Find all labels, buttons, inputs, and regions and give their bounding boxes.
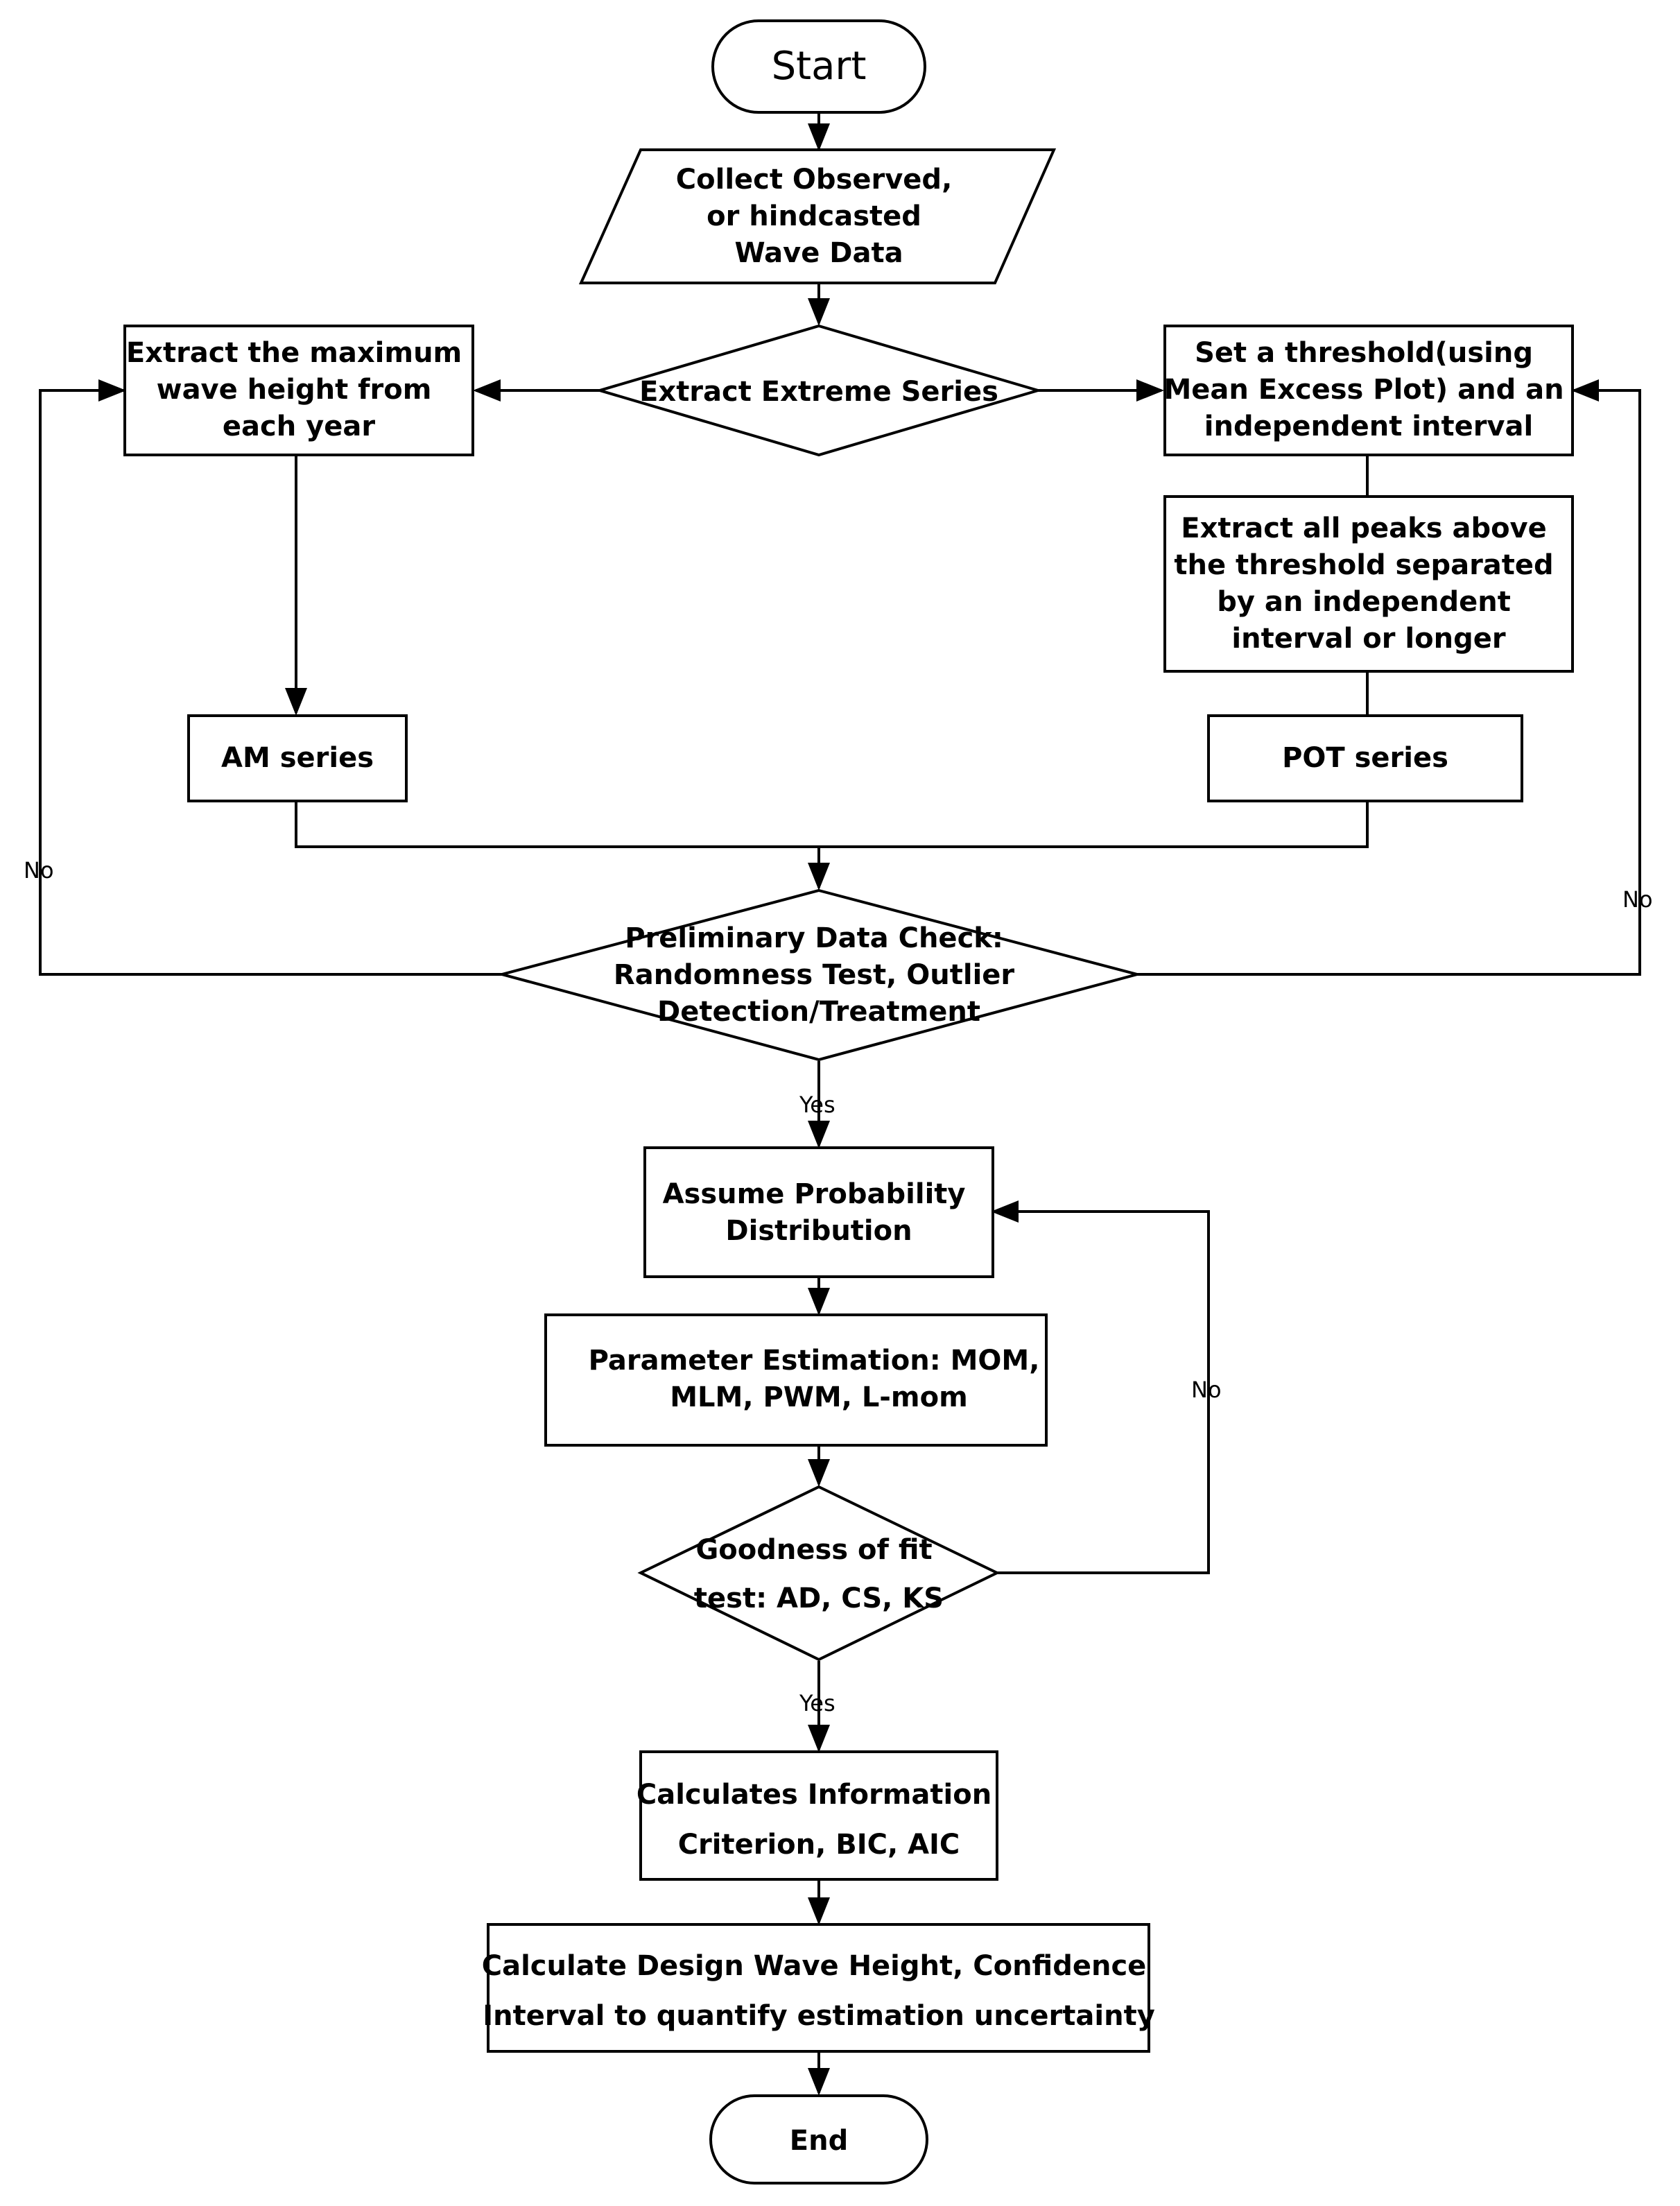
svg-text:Calculates Information C: Calculates Information Criterion, BIC, A… bbox=[637, 1779, 1001, 1861]
pot-series-box: POT series bbox=[1207, 714, 1523, 802]
start-label: Start bbox=[772, 44, 867, 89]
assume-line-1: Assume Probability bbox=[663, 1178, 966, 1210]
peaks-line-2: the threshold separated bbox=[1174, 549, 1553, 581]
label-no-goodness: No bbox=[1191, 1377, 1222, 1403]
assume-distribution-box: Assume Probability Distribution bbox=[643, 1146, 994, 1278]
peaks-line-4: interval or longer bbox=[1231, 623, 1505, 655]
connectors bbox=[39, 113, 1641, 2096]
end-terminal: End bbox=[709, 2094, 928, 2185]
collect-data-input: Collect Observed, or hindcasted Wave Dat… bbox=[578, 148, 1057, 284]
goodness-line-1: Goodness of fit bbox=[695, 1534, 932, 1566]
am-series-label: AM series bbox=[221, 742, 374, 774]
line-am-pot-merge bbox=[295, 801, 1369, 848]
svg-text:Parameter Estimation: MOM,: Parameter Estimation: MOM, MLM, PWM, L-m… bbox=[589, 1345, 1050, 1413]
collect-line-1: Collect Observed, bbox=[676, 164, 952, 196]
threshold-line-3: independent interval bbox=[1204, 411, 1533, 442]
param-line-2: MLM, PWM, L-mom bbox=[670, 1381, 968, 1413]
svg-text:Extract the maximum wave: Extract the maximum wave height from eac… bbox=[126, 337, 471, 442]
goodness-line-2: test: AD, CS, KS bbox=[694, 1583, 944, 1614]
svg-text:Preliminary Data Check:: Preliminary Data Check: Randomness Test,… bbox=[614, 922, 1024, 1028]
threshold-line-1: Set a threshold(using bbox=[1195, 337, 1533, 369]
information-criterion-box: Calculates Information Criterion, BIC, A… bbox=[637, 1750, 1001, 1881]
set-threshold-box: Set a threshold(using Mean Excess Plot) … bbox=[1163, 325, 1574, 456]
collect-line-3: Wave Data bbox=[734, 237, 903, 269]
extract-max-line-1: Extract the maximum bbox=[126, 337, 462, 369]
label-yes-goodness: Yes bbox=[799, 1690, 835, 1716]
svg-text:Goodness of fit test: AD: Goodness of fit test: AD, CS, KS bbox=[694, 1534, 944, 1614]
param-line-1: Parameter Estimation: MOM, bbox=[589, 1345, 1040, 1377]
arrow-prelim-no-left bbox=[39, 379, 502, 976]
extract-max-line-3: each year bbox=[223, 411, 375, 442]
extract-series-decision: Extract Extreme Series bbox=[594, 324, 1043, 457]
design-line-1: Calculate Design Wave Height, Confidence bbox=[482, 1950, 1147, 1982]
peaks-line-1: Extract all peaks above bbox=[1181, 512, 1546, 544]
extract-series-label: Extract Extreme Series bbox=[639, 376, 998, 408]
extract-max-box: Extract the maximum wave height from eac… bbox=[123, 325, 474, 456]
end-label: End bbox=[790, 2125, 848, 2157]
svg-text:Set a threshold(using Me: Set a threshold(using Mean Excess Plot) … bbox=[1163, 337, 1573, 442]
svg-text:Calculate Design Wave Height,: Calculate Design Wave Height, Confidence… bbox=[482, 1950, 1156, 2032]
prelim-line-2: Randomness Test, Outlier bbox=[614, 959, 1015, 991]
design-line-2: Interval to quantify estimation uncertai… bbox=[483, 2000, 1155, 2032]
arrow-prelim-no-right bbox=[1137, 379, 1641, 976]
prelim-check-decision: Preliminary Data Check: Randomness Test,… bbox=[496, 888, 1143, 1062]
pot-series-label: POT series bbox=[1282, 742, 1448, 774]
prelim-line-3: Detection/Treatment bbox=[657, 996, 980, 1028]
label-yes-prelim: Yes bbox=[799, 1092, 835, 1118]
svg-text:Assume Probability Distr: Assume Probability Distribution bbox=[663, 1178, 976, 1247]
extract-peaks-box: Extract all peaks above the threshold se… bbox=[1163, 495, 1574, 673]
info-line-2: Criterion, BIC, AIC bbox=[678, 1829, 960, 1861]
label-no-right: No bbox=[1622, 886, 1653, 913]
assume-line-2: Distribution bbox=[725, 1215, 912, 1247]
info-line-1: Calculates Information bbox=[637, 1779, 991, 1811]
arrow-goodness-no bbox=[991, 1200, 1210, 1574]
start-terminal: Start bbox=[711, 19, 926, 114]
svg-text:Extract all peaks above: Extract all peaks above the threshold se… bbox=[1174, 512, 1563, 655]
collect-line-2: or hindcasted bbox=[707, 200, 921, 232]
am-series-box: AM series bbox=[187, 714, 408, 802]
threshold-line-2: Mean Excess Plot) and an bbox=[1163, 374, 1564, 406]
extract-max-line-2: wave height from bbox=[157, 374, 432, 406]
peaks-line-3: by an independent bbox=[1217, 586, 1511, 618]
design-wave-box: Calculate Design Wave Height, Confidence… bbox=[482, 1923, 1156, 2053]
goodness-of-fit-decision: Goodness of fit test: AD, CS, KS bbox=[637, 1485, 1001, 1662]
prelim-line-1: Preliminary Data Check: bbox=[625, 922, 1003, 954]
parameter-estimation-box: Parameter Estimation: MOM, MLM, PWM, L-m… bbox=[544, 1313, 1050, 1447]
svg-text:Collect Observed, or hin: Collect Observed, or hindcasted Wave Dat… bbox=[676, 164, 962, 269]
label-no-left: No bbox=[24, 857, 54, 884]
